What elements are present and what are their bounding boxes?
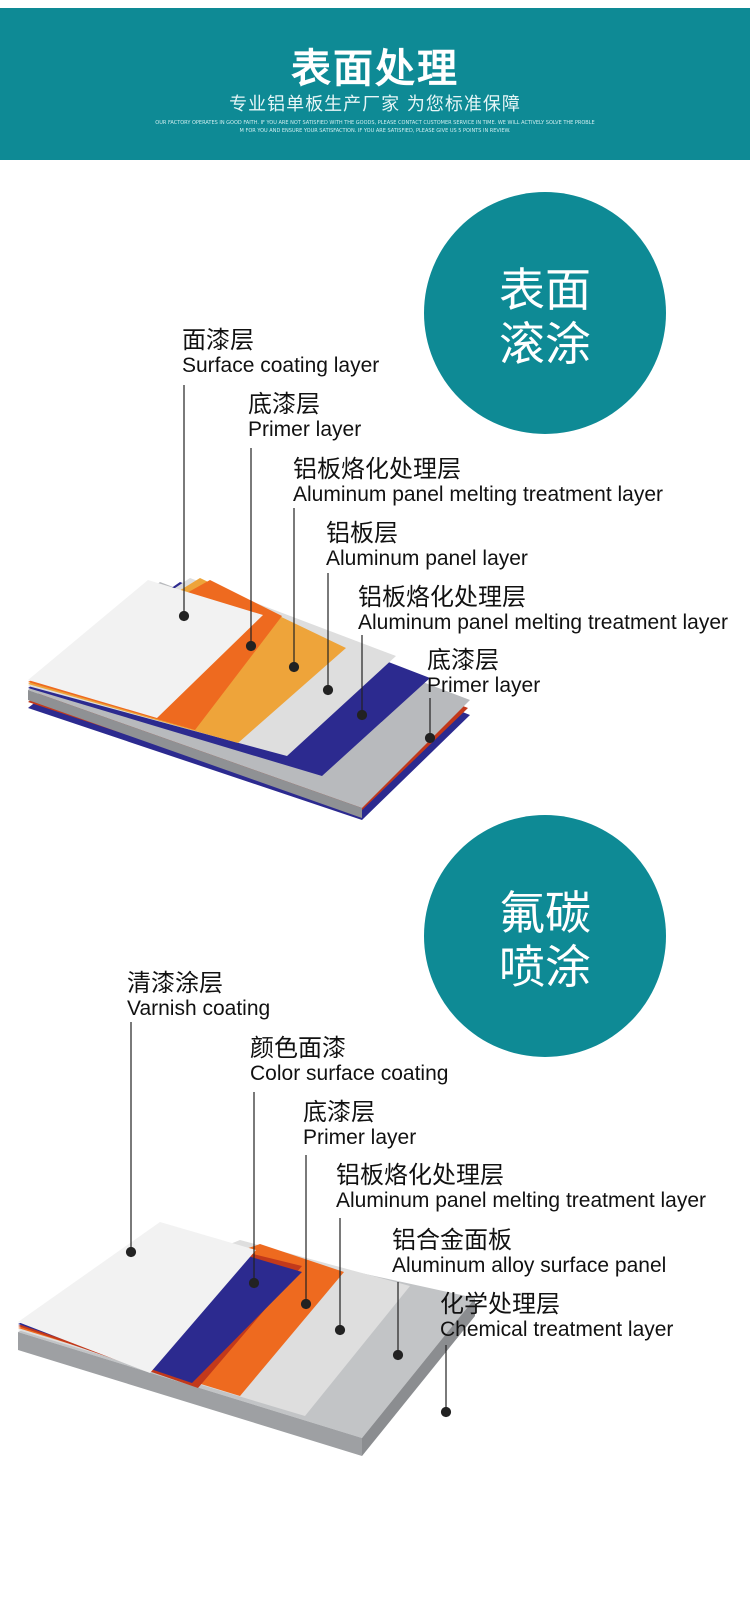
section2-dot-4 bbox=[334, 1324, 346, 1336]
banner-fine-print-1: OUR FACTORY OPERATES IN GOOD FAITH. IF Y… bbox=[155, 120, 595, 126]
section1-label-5-en: Aluminum panel melting treatment layer bbox=[358, 611, 729, 634]
section2-slab-front bbox=[18, 1332, 362, 1456]
section2-circle-line1: 氟碳 bbox=[499, 886, 591, 940]
section1-gray-edge bbox=[28, 690, 362, 818]
section2-label-5: 铝合金面板 Aluminum alloy surface panel bbox=[392, 1226, 666, 1278]
section1-dot-1 bbox=[178, 610, 190, 622]
banner-title: 表面处理 bbox=[291, 46, 459, 92]
section2-label-3: 底漆层 Primer layer bbox=[303, 1098, 416, 1150]
header-banner: 表面处理 专业铝单板生产厂家 为您标准保障 OUR FACTORY OPERAT… bbox=[0, 8, 750, 160]
section2-circle-line2: 喷涂 bbox=[499, 940, 591, 994]
section1-dot-5 bbox=[356, 709, 368, 721]
section1-dot-6 bbox=[424, 732, 436, 744]
banner-subtitle: 专业铝单板生产厂家 为您标准保障 bbox=[229, 94, 521, 115]
section2-label-5-en: Aluminum alloy surface panel bbox=[392, 1254, 667, 1277]
section2-circle-badge: 氟碳 喷涂 bbox=[424, 815, 666, 1057]
section1-label-2-en: Primer layer bbox=[248, 418, 362, 441]
section2-dot-6 bbox=[440, 1406, 452, 1418]
section2-layer-white bbox=[18, 1222, 256, 1373]
section2-label-2-en: Color surface coating bbox=[250, 1062, 449, 1085]
section1-label-4-en: Aluminum panel layer bbox=[326, 547, 528, 570]
section2-label-1: 清漆涂层 Varnish coating bbox=[127, 969, 270, 1021]
section2-label-2: 颜色面漆 Color surface coating bbox=[250, 1034, 448, 1086]
section1-layer-white bbox=[28, 580, 263, 718]
section1-circle-line1: 表面 bbox=[499, 263, 591, 317]
section1-label-4-zh: 铝板层 bbox=[326, 519, 398, 547]
section1-layer-diagram bbox=[28, 385, 470, 820]
section1-label-5-zh: 铝板烙化处理层 bbox=[358, 583, 526, 611]
section1-label-1-zh: 面漆层 bbox=[182, 326, 254, 354]
section1-dot-2 bbox=[245, 640, 257, 652]
section1-label-1-en: Surface coating layer bbox=[182, 354, 380, 377]
section1-label-6: 底漆层 Primer layer bbox=[427, 646, 540, 698]
section2-label-1-zh: 清漆涂层 bbox=[127, 969, 223, 997]
section1-label-2: 底漆层 Primer layer bbox=[248, 390, 361, 442]
section1-label-6-en: Primer layer bbox=[427, 674, 541, 697]
section2-dot-1 bbox=[125, 1246, 137, 1258]
section2-dot-2 bbox=[248, 1277, 260, 1289]
section2-label-4-zh: 铝板烙化处理层 bbox=[336, 1161, 504, 1189]
section1-circle-badge: 表面 滚涂 bbox=[424, 192, 666, 434]
section2-layer-diagram bbox=[18, 1022, 475, 1456]
section1-label-1: 面漆层 Surface coating layer bbox=[182, 326, 379, 378]
section1-label-6-zh: 底漆层 bbox=[427, 646, 499, 674]
section2-slab-side bbox=[362, 1298, 475, 1456]
section1-dot-3 bbox=[288, 661, 300, 673]
section1-dot-4 bbox=[322, 684, 334, 696]
section1-circle-line2: 滚涂 bbox=[499, 317, 591, 371]
section2-dot-3 bbox=[300, 1298, 312, 1310]
section2-label-6-en: Chemical treatment layer bbox=[440, 1318, 674, 1341]
section2-label-6-zh: 化学处理层 bbox=[440, 1290, 560, 1318]
section2-label-3-zh: 底漆层 bbox=[303, 1098, 375, 1126]
section1-label-3: 铝板烙化处理层 Aluminum panel melting treatment… bbox=[293, 455, 663, 507]
section2-label-4: 铝板烙化处理层 Aluminum panel melting treatment… bbox=[336, 1161, 706, 1213]
section2-label-2-zh: 颜色面漆 bbox=[250, 1034, 346, 1062]
section2-label-4-en: Aluminum panel melting treatment layer bbox=[336, 1189, 707, 1212]
section2-label-5-zh: 铝合金面板 bbox=[392, 1226, 512, 1254]
section2-label-6: 化学处理层 Chemical treatment layer bbox=[440, 1290, 673, 1342]
section1-label-2-zh: 底漆层 bbox=[248, 390, 320, 418]
section2-dot-5 bbox=[392, 1349, 404, 1361]
section2-label-3-en: Primer layer bbox=[303, 1126, 417, 1149]
section1-label-5: 铝板烙化处理层 Aluminum panel melting treatment… bbox=[358, 583, 728, 635]
section1-label-3-en: Aluminum panel melting treatment layer bbox=[293, 483, 664, 506]
banner-fine-print-2: M FOR YOU AND ENSURE YOUR SATISFACTION. … bbox=[239, 128, 511, 134]
section1-label-3-zh: 铝板烙化处理层 bbox=[293, 455, 461, 483]
section1-label-4: 铝板层 Aluminum panel layer bbox=[326, 519, 528, 571]
section2-label-1-en: Varnish coating bbox=[127, 997, 271, 1020]
